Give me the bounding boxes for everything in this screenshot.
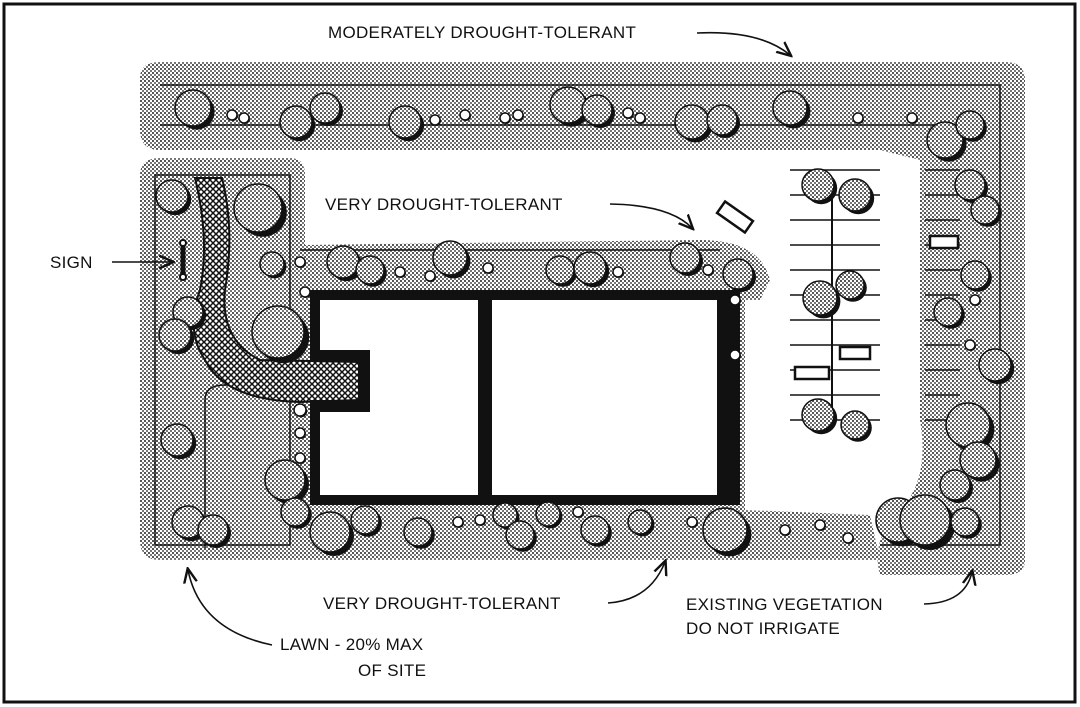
tree-icon [842,532,854,544]
tree-icon [174,89,215,130]
tree-icon [852,112,864,124]
tree-icon [838,178,875,215]
tree-icon [669,242,703,276]
tree-icon [573,251,610,288]
tree-icon [499,112,511,124]
tree-icon [950,507,982,539]
label-moderately-drought-tolerant: MODERATELY DROUGHT-TOLERANT [328,23,636,42]
tree-icon [978,348,1015,385]
tree-icon [686,516,698,528]
label-sign: SIGN [50,253,93,272]
tree-icon [474,514,486,526]
tree-icon [388,105,425,142]
tree-icon [959,441,1000,482]
tree-icon [627,509,655,537]
tree-icon [835,270,867,302]
sign-icon [179,239,187,281]
tree-icon [264,459,309,504]
tree-icon [197,514,231,548]
tree-icon [814,519,826,531]
tree-icon [545,255,577,287]
label-of-site: OF SITE [358,661,426,680]
tree-icon [722,258,756,292]
tree-icon [160,423,197,460]
trees [155,86,1015,557]
car-icon [715,199,755,235]
building [310,290,740,505]
tree-icon [933,297,965,329]
label-very-drought-tolerant-top: VERY DROUGHT-TOLERANT [325,195,563,214]
label-existing-vegetation: EXISTING VEGETATION [686,595,883,614]
tree-icon [171,505,208,542]
label-do-not-irrigate: DO NOT IRRIGATE [686,619,840,638]
tree-icon [954,169,988,203]
tree-icon [801,168,838,205]
tree-icon [549,86,590,127]
tree-icon [535,501,563,529]
tree-icon [355,255,387,287]
tree-icon [294,256,306,268]
tree-icon [512,109,524,121]
tree-icon [729,349,741,361]
tree-icon [580,515,612,547]
tree-icon [294,452,306,464]
tree-icon [429,114,441,126]
tree-icon [432,240,471,279]
tree-icon [572,506,584,518]
callout-arrows [112,31,972,646]
tree-icon [702,264,714,276]
tree-icon [279,105,316,142]
tree-icon [293,403,308,418]
tree-icon [459,109,471,121]
tree-icon [581,94,615,128]
tree-icon [309,92,343,126]
tree-icon [238,112,250,124]
walkway [192,177,361,404]
tree-icon [772,90,811,129]
label-very-drought-tolerant-bottom: VERY DROUGHT-TOLERANT [323,594,561,613]
tree-icon [969,294,981,306]
tree-icon [939,469,973,503]
tree-icon [294,427,306,439]
tree-icon [960,260,992,292]
label-lawn: LAWN - 20% MAX [280,635,423,654]
tree-icon [706,104,740,138]
tree-icon [964,339,976,351]
tree-icon [955,110,987,142]
tree-icon [158,318,195,355]
car-icon [928,234,960,250]
tree-icon [233,183,287,237]
tree-icon [251,305,310,364]
tree-icon [634,112,646,124]
tree-icon [779,524,791,536]
tree-icon [729,294,741,306]
tree-icon [394,266,406,278]
tree-icon [326,245,363,282]
tree-icon [299,286,311,298]
tree-icon [801,398,838,435]
tree-icon [309,511,354,556]
tree-icon [403,517,435,549]
tree-icon [906,112,918,124]
tree-icon [622,107,634,119]
tree-icon [505,520,537,552]
tree-icon [155,179,192,216]
tree-icon [840,410,872,442]
tree-icon [482,262,494,274]
tree-icon [452,516,464,528]
tree-icon [802,280,841,319]
car-icon [793,365,831,381]
tree-icon [926,121,967,162]
tree-icon [970,195,1002,227]
tree-icon [259,251,287,279]
tree-icon [702,507,752,557]
tree-icon [226,109,238,121]
tree-icon [674,104,713,143]
tree-icon [350,505,382,537]
tree-icon [280,497,312,529]
tree-icon [612,266,624,278]
car-icon [838,345,872,361]
tree-icon [899,494,955,550]
tree-icon [424,270,436,282]
